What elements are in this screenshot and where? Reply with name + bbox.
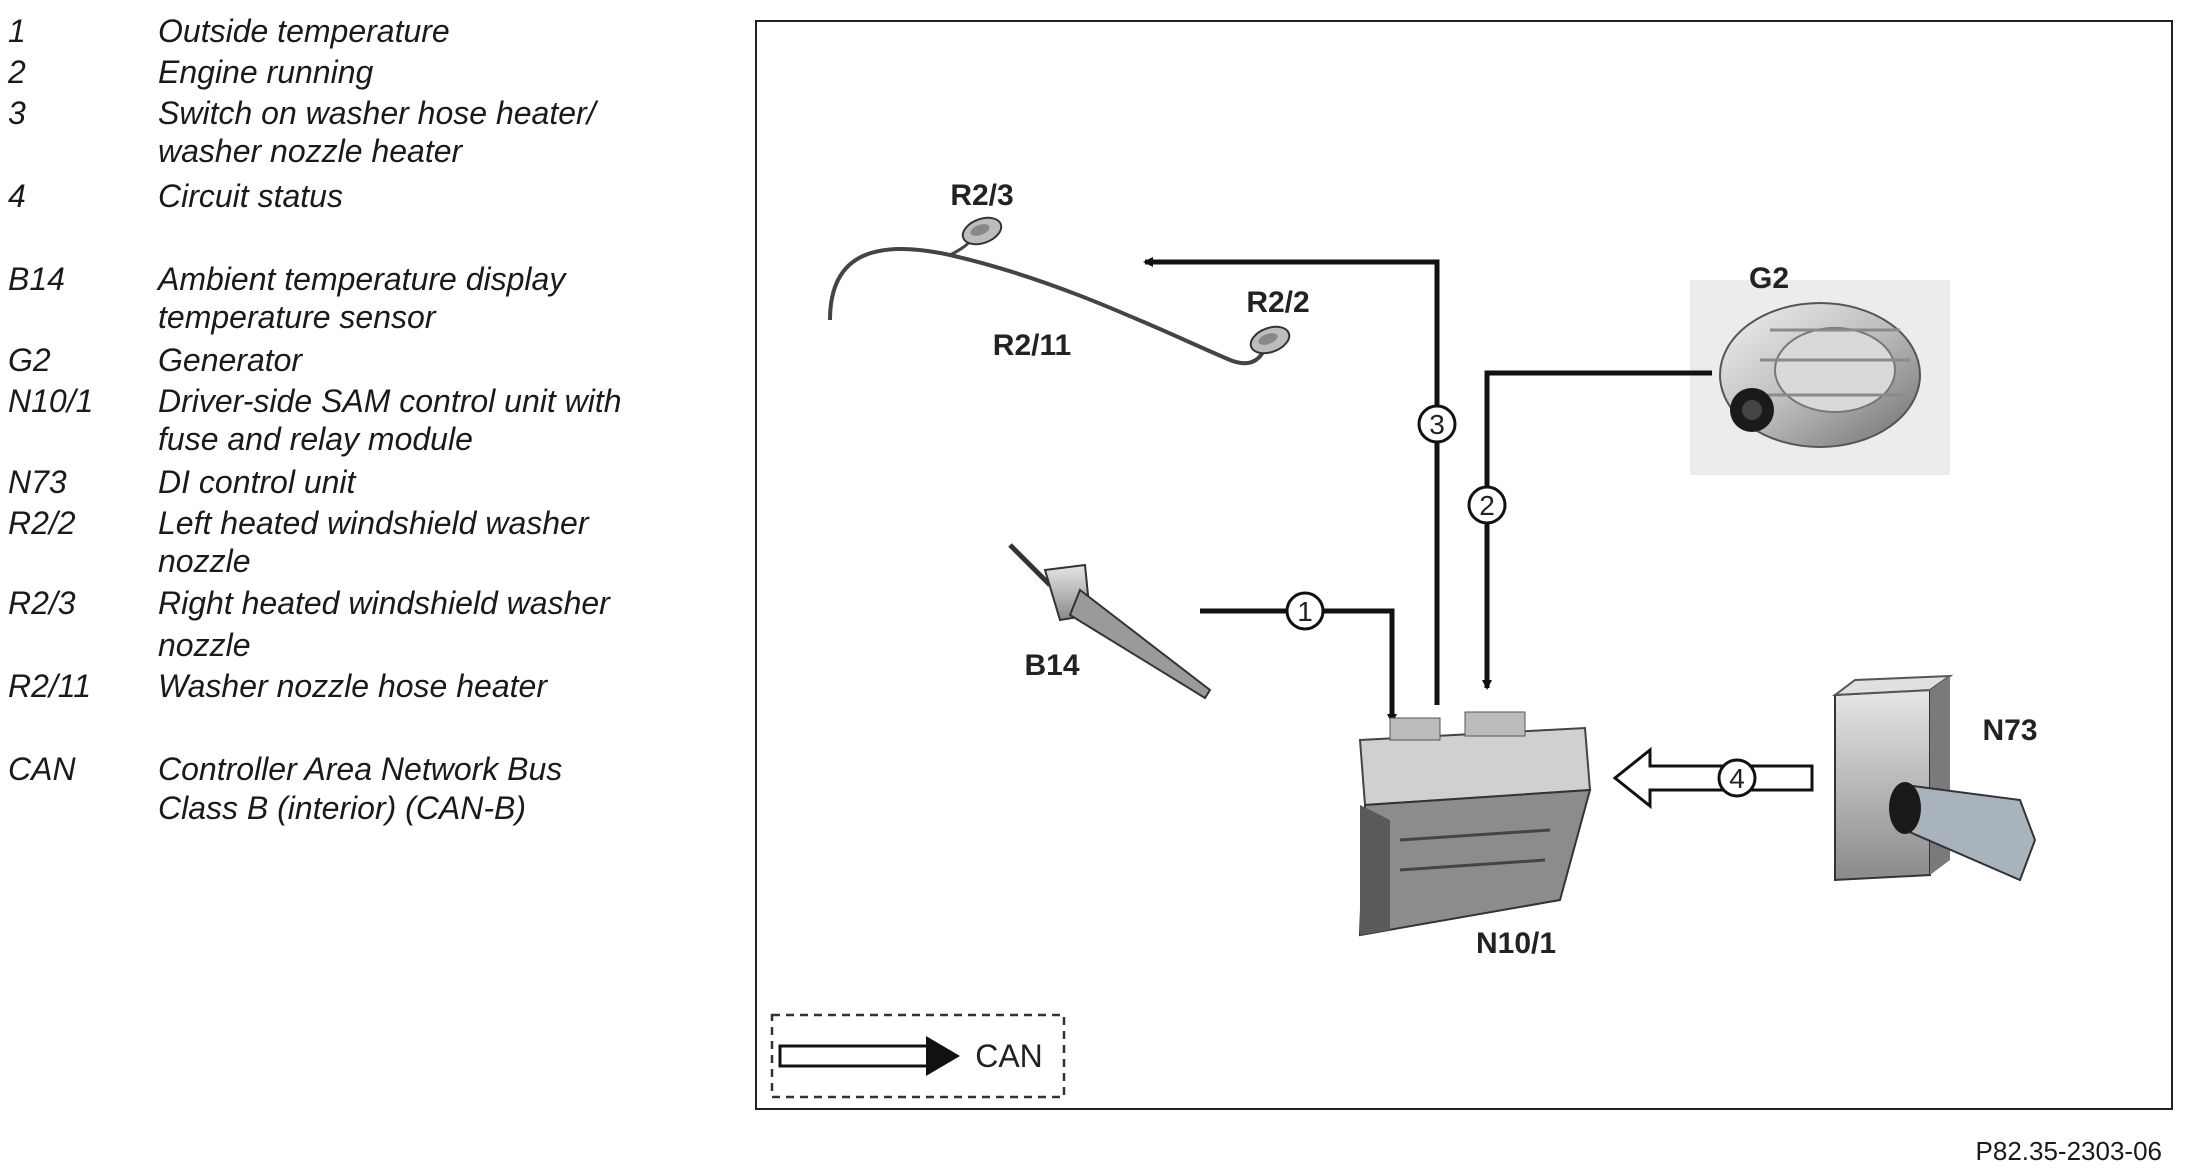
di-control-unit-image: [1831, 674, 2037, 882]
can-legend-label: CAN: [975, 1038, 1043, 1074]
legend-key: 4: [8, 178, 26, 214]
legend-text: washer nozzle heater: [158, 133, 463, 169]
legend-key: N73: [8, 464, 67, 500]
legend-text: Generator: [158, 342, 303, 378]
legend-key: R2/2: [8, 505, 76, 541]
signal-number-2: 2: [1479, 490, 1495, 521]
legend-key: R2/11: [8, 668, 92, 704]
legend-text: nozzle: [158, 543, 251, 579]
legend-text: temperature sensor: [158, 299, 436, 335]
signal-line-1: [1200, 608, 1397, 724]
right-washer-nozzle: [961, 216, 1003, 246]
legend-text: Left heated windshield washer: [158, 505, 589, 541]
signal-line-3: [1143, 257, 1440, 705]
label-r2-11: R2/11: [993, 329, 1071, 362]
label-g2: G2: [1749, 262, 1789, 295]
label-r2-3: R2/3: [950, 179, 1013, 212]
label-r2-2: R2/2: [1246, 286, 1309, 319]
temperature-sensor-image: [1008, 543, 1212, 700]
legend-text: DI control unit: [158, 464, 356, 500]
can-legend-box: [770, 1013, 1066, 1099]
label-n73: N73: [1982, 714, 2037, 747]
label-b14: B14: [1024, 649, 1079, 682]
signal-line-2: [1482, 370, 1712, 690]
legend-text: Circuit status: [158, 178, 343, 214]
legend-text: fuse and relay module: [158, 421, 473, 457]
diagram-frame: [755, 20, 2173, 1110]
label-n10-1: N10/1: [1476, 927, 1556, 960]
can-arrow-4: [1612, 746, 1814, 810]
signal-number-1: 1: [1297, 596, 1313, 627]
signal-marker-4: 4: [1717, 758, 1757, 798]
signal-number-4: 4: [1729, 763, 1745, 794]
figure-id: P82.35-2303-06: [1975, 1136, 2162, 1166]
legend-text: Outside temperature: [158, 13, 450, 49]
generator-image: [1690, 280, 1950, 475]
legend-key: 2: [8, 54, 26, 90]
legend-text: Engine running: [158, 54, 374, 90]
signal-marker-2: 2: [1467, 485, 1507, 525]
legend-text: Washer nozzle hose heater: [158, 668, 547, 704]
legend-key: R2/3: [8, 585, 76, 621]
legend-key: 3: [8, 95, 26, 131]
signal-number-3: 3: [1429, 409, 1445, 440]
legend-text: nozzle: [158, 627, 251, 663]
legend-key: CAN: [8, 751, 76, 787]
legend-text: Switch on washer hose heater/: [158, 95, 596, 131]
legend-text: Controller Area Network Bus: [158, 751, 563, 787]
left-washer-nozzle: [1249, 325, 1291, 355]
legend-key: B14: [8, 261, 65, 297]
legend-text: Right heated windshield washer: [158, 585, 610, 621]
legend-text: Driver-side SAM control unit with: [158, 383, 622, 419]
signal-marker-3: 3: [1417, 404, 1457, 444]
legend-key: N10/1: [8, 383, 94, 419]
signal-marker-1: 1: [1285, 591, 1325, 631]
legend-key: G2: [8, 342, 51, 378]
legend-text: Class B (interior) (CAN-B): [158, 790, 527, 826]
legend-key: 1: [8, 13, 26, 49]
legend-text: Ambient temperature display: [158, 261, 566, 297]
sam-control-unit-image: [1358, 711, 1592, 937]
